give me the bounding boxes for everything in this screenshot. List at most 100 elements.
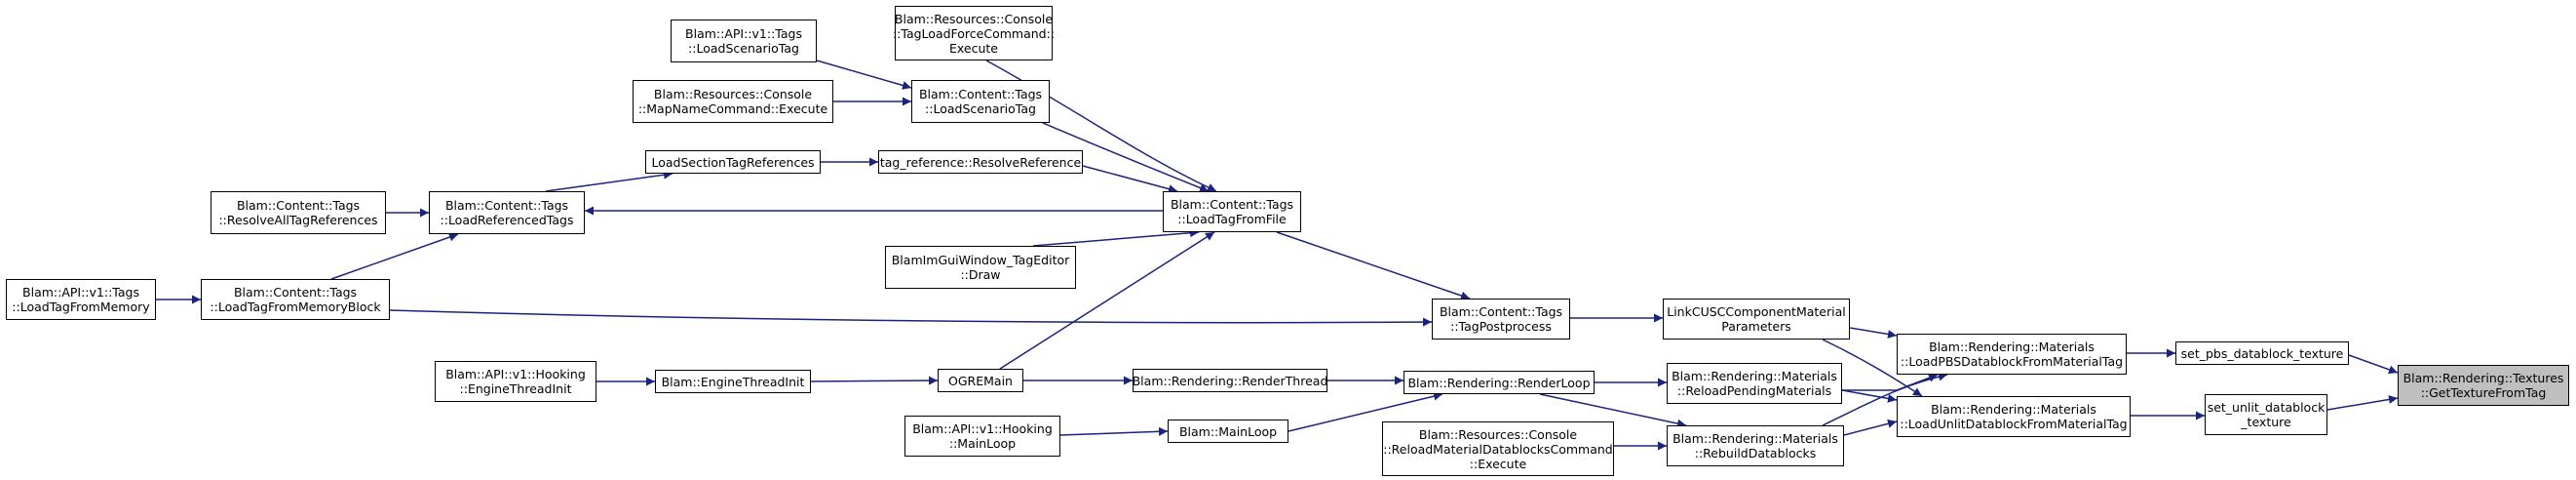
edge-loadreferencedtags-to-loadsection — [545, 170, 673, 192]
node-loadsectiontagreferences[interactable]: LoadSectionTagReferences — [645, 150, 821, 174]
edge-enginethreadinit-to-ogremain — [810, 376, 939, 385]
node-label-line: ::ReloadMaterialDatablocksCommand — [1383, 441, 1613, 457]
node-label-line: BlamImGuiWindow_TagEditor — [891, 253, 1070, 267]
node-label-line: _texture — [2241, 415, 2291, 429]
node-label-line: ::RebuildDatablocks — [1694, 446, 1817, 460]
node-label-line: Blam::Content::Tags — [444, 198, 569, 213]
node-label-line: Blam::API::v1::Tags — [22, 285, 139, 300]
edge-reloadpending-to-loadunlit — [1841, 389, 1898, 403]
node-loadtagfrommemoryblock[interactable]: Blam::Content::Tags ::LoadTagFromMemoryB… — [201, 279, 390, 320]
node-label-line: Blam::Content::Tags — [233, 285, 358, 300]
node-label-line: Blam::Resources::Console — [653, 87, 813, 101]
edge-rebuild-to-loadpbs — [1822, 372, 1948, 426]
node-label-line: Blam::Rendering::RenderThread — [1132, 373, 1328, 388]
node-label-line: Blam::Rendering::RenderLoop — [1407, 375, 1591, 390]
node-label-line: Blam::API::v1::Hooking — [445, 367, 586, 381]
edge-set-pbs-to-gettexture — [2348, 354, 2399, 375]
edge-resolvereference-to-loadtagfromfile — [1082, 165, 1178, 194]
node-label-line: Blam::Content::Tags — [1439, 304, 1563, 319]
node-renderloop[interactable]: Blam::Rendering::RenderLoop — [1403, 371, 1595, 394]
node-set-pbs-datablock-texture[interactable]: set_pbs_datablock_texture — [2175, 341, 2349, 365]
edge-rebuild-to-loadunlit — [1843, 419, 1898, 436]
node-resolvealltagreferences[interactable]: Blam::Content::Tags ::ResolveAllTagRefer… — [211, 191, 386, 234]
node-label-line: set_unlit_datablock — [2207, 400, 2326, 415]
node-label-line: ::MainLoop — [948, 436, 1017, 451]
node-label-line: ::MapNameCommand::Execute — [637, 101, 828, 116]
edge-api-mainloop-to-mainloop — [1059, 426, 1169, 436]
node-api-enginethreadinit[interactable]: Blam::API::v1::Hooking ::EngineThreadIni… — [435, 361, 596, 402]
node-enginethreadinit[interactable]: Blam::EngineThreadInit — [655, 370, 811, 393]
node-label-line: Blam::Rendering::Materials — [1929, 340, 2095, 354]
edge-renderloop-to-rebuild — [1539, 393, 1687, 428]
node-label-line: LinkCUSCComponentMaterial — [1667, 304, 1846, 319]
edge-taglfc-to-loadtagfromfile — [985, 60, 1217, 192]
edge-set-unlit-to-gettexture — [2326, 395, 2399, 411]
node-label-line: Blam::Rendering::Textures — [2403, 371, 2564, 385]
node-renderthread[interactable]: Blam::Rendering::RenderThread — [1133, 369, 1327, 392]
node-reloadmaterialdatablockscommand-execute[interactable]: Blam::Resources::Console ::ReloadMateria… — [1382, 421, 1614, 476]
node-label-line: LoadSectionTagReferences — [651, 154, 815, 170]
node-api-mainloop[interactable]: Blam::API::v1::Hooking ::MainLoop — [904, 416, 1060, 457]
node-label-line: Blam::API::v1::Hooking — [912, 421, 1053, 436]
node-mapnamecommand-execute[interactable]: Blam::Resources::Console ::MapNameComman… — [633, 80, 833, 123]
node-rebuilddatablocks[interactable]: Blam::Rendering::Materials ::RebuildData… — [1667, 425, 1844, 466]
node-label-line: ::LoadReferencedTags — [440, 213, 574, 227]
node-label-line: Blam::MainLoop — [1178, 423, 1278, 439]
node-loadtagfromfile[interactable]: Blam::Content::Tags ::LoadTagFromFile — [1163, 191, 1301, 232]
node-mainloop[interactable]: Blam::MainLoop — [1168, 420, 1288, 443]
node-label-line: ::ReloadPendingMaterials — [1676, 383, 1832, 398]
node-label-line: Blam::Content::Tags — [1170, 197, 1294, 212]
node-tagloadforcecommand-execute[interactable]: Blam::Resources::Console ::TagLoadForceC… — [892, 6, 1056, 60]
node-label-line: Blam::EngineThreadInit — [661, 374, 805, 389]
edge-loadtagfrommemoryblock-to-tagpostprocess — [389, 309, 1433, 327]
node-ogremain[interactable]: OGREMain — [938, 369, 1023, 392]
edge-imgui-draw-to-loadtagfromfile — [1032, 228, 1200, 247]
node-label-line: set_pbs_datablock_texture — [2180, 345, 2344, 361]
node-content-loadscenariotag[interactable]: Blam::Content::Tags ::LoadScenarioTag — [911, 80, 1050, 123]
node-gettexturefromtag[interactable]: Blam::Rendering::Textures ::GetTextureFr… — [2398, 365, 2569, 406]
node-linkcuscomponentmaterialparameters[interactable]: LinkCUSCComponentMaterial Parameters — [1663, 299, 1850, 340]
node-label-line: Blam::Rendering::Materials — [1672, 431, 1838, 446]
node-label-line: ::LoadTagFromMemoryBlock — [210, 300, 381, 314]
edge-linkcusc-to-loadunlit — [1822, 339, 1923, 397]
node-label-line: ::GetTextureFromTag — [2420, 385, 2547, 400]
node-label-line: Blam::Resources::Console — [1418, 426, 1578, 442]
node-label-line: Parameters — [1721, 319, 1791, 334]
edge-loadtagfrommemoryblock-to-loadreferencedtags — [330, 232, 459, 280]
node-label-line: ::TagLoadForceCommand:: — [892, 25, 1056, 41]
edge-linkcusc-to-loadpbs — [1849, 327, 1898, 339]
node-label-line: ::ResolveAllTagReferences — [218, 213, 378, 227]
node-label-line: Blam::API::v1::Tags — [685, 26, 802, 41]
node-label-line: Execute — [949, 40, 998, 56]
edge-mainloop-to-renderloop — [1288, 391, 1443, 432]
node-tagpostprocess[interactable]: Blam::Content::Tags ::TagPostprocess — [1432, 299, 1570, 340]
edge-loadtagfromfile-to-tagpostprocess — [1276, 231, 1471, 300]
edge-reloadpending-to-loadpbs — [1842, 373, 1939, 391]
edge-content-loadscenariotag-to-loadtagfromfile — [1042, 122, 1210, 192]
node-label-line: tag_reference::ResolveReference — [879, 154, 1082, 170]
node-resolvereference[interactable]: tag_reference::ResolveReference — [878, 150, 1083, 174]
node-label-line: ::LoadScenarioTag — [925, 101, 1036, 116]
node-loadreferencedtags[interactable]: Blam::Content::Tags ::LoadReferencedTags — [429, 191, 585, 234]
node-label-line: ::LoadUnlitDatablockFromMaterialTag — [1900, 417, 2128, 431]
node-label-line: Blam::Resources::Console — [894, 11, 1054, 26]
node-label-line: ::LoadTagFromFile — [1177, 212, 1287, 226]
node-label-line: ::Execute — [1469, 456, 1527, 471]
node-label-line: Blam::Content::Tags — [236, 198, 361, 213]
node-loadpbsdatablockfrommaterialtag[interactable]: Blam::Rendering::Materials ::LoadPBSData… — [1897, 334, 2127, 375]
node-reloadpendingmaterials[interactable]: Blam::Rendering::Materials ::ReloadPendi… — [1667, 363, 1842, 404]
node-set-unlit-datablock-texture[interactable]: set_unlit_datablock _texture — [2205, 394, 2327, 435]
node-label-line: Blam::Content::Tags — [918, 87, 1043, 101]
node-label-line: ::LoadTagFromMemory — [12, 300, 150, 314]
edge-ogremain-to-loadtagfromfile — [999, 231, 1215, 370]
node-label-line: ::EngineThreadInit — [459, 381, 572, 396]
edge-api-loadscenariotag-to-content-loadscenariotag — [816, 60, 912, 90]
node-loadunlitdatablockfrommaterialtag[interactable]: Blam::Rendering::Materials ::LoadUnlitDa… — [1897, 396, 2131, 437]
node-api-loadscenariotag[interactable]: Blam::API::v1::Tags ::LoadScenarioTag — [671, 20, 817, 62]
node-imgui-tageditor-draw[interactable]: BlamImGuiWindow_TagEditor ::Draw — [885, 246, 1076, 289]
node-label-line: ::LoadPBSDatablockFromMaterialTag — [1900, 354, 2124, 369]
node-api-loadtagfrommemory[interactable]: Blam::API::v1::Tags ::LoadTagFromMemory — [6, 279, 156, 320]
node-label-line: ::LoadScenarioTag — [688, 41, 799, 56]
node-label-line: Blam::Rendering::Materials — [1672, 369, 1837, 383]
